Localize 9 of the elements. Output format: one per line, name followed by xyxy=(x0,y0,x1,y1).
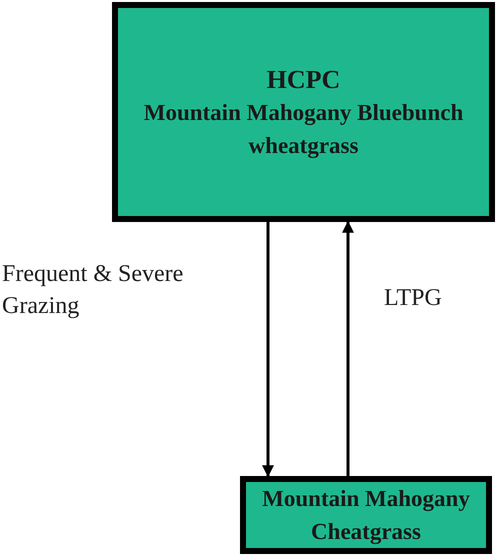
state-heading: HCPC xyxy=(266,64,340,96)
state-box xyxy=(240,476,492,554)
arrow xyxy=(342,220,354,476)
arrow xyxy=(262,222,274,478)
state-text: Mountain Mahogany Cheatgrass xyxy=(261,485,471,546)
edge-label: LTPG xyxy=(384,284,443,313)
edge-label: Frequent & Severe Grazing xyxy=(2,260,184,321)
state-text: Mountain Mahogany Bluebunch wheatgrass xyxy=(142,98,464,160)
state-box xyxy=(112,2,495,222)
